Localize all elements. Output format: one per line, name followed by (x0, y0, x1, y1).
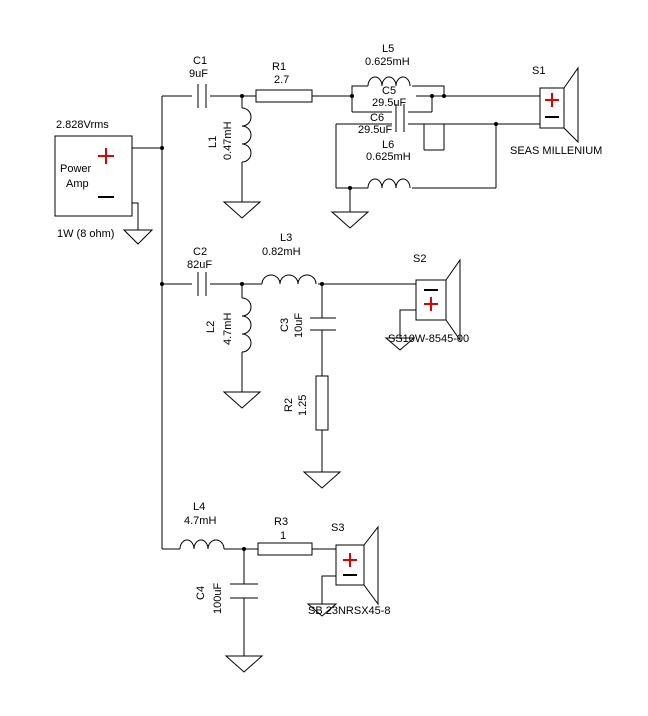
l1-ref: L1 (207, 136, 219, 148)
l2-value: 4.7mH (222, 313, 234, 345)
c3-value: 10uF (293, 313, 305, 338)
s3-plus-icon (343, 553, 357, 567)
resistor-r2: R2 1.25 (283, 375, 329, 431)
l3-value: 0.82mH (262, 246, 301, 258)
l3-ref: L3 (280, 232, 292, 244)
s1-model: SEAS MILLENIUM (510, 145, 602, 157)
r2-value: 1.25 (297, 395, 309, 416)
s3-ref: S3 (331, 522, 344, 534)
s3-model: SB 23NRSX45-8 (308, 605, 391, 617)
l6-value: 0.625mH (366, 151, 411, 163)
capacitor-c2: C2 82uF (187, 246, 212, 296)
r1-value: 2.7 (274, 74, 289, 86)
s2-model: SS10W-8545-00 (388, 333, 469, 345)
ground-icon (122, 229, 154, 245)
capacitor-c5: C5 29.5uF (372, 85, 407, 120)
power-amp-label-line2: Amp (66, 178, 89, 190)
inductor-l2: L2 4.7mH (205, 297, 252, 353)
source-signal-label: 2.828Vrms (56, 119, 109, 131)
c2-ref: C2 (193, 246, 207, 258)
capacitor-c6: C6 29.5uF (358, 112, 405, 136)
l2-ref: L2 (205, 321, 217, 333)
s1-plus-icon (545, 93, 559, 107)
wires (132, 85, 540, 656)
l6-ref: L6 (382, 139, 394, 151)
ground-icon (224, 655, 264, 673)
ground-icon (306, 603, 338, 617)
inductor-l3: L3 0.82mH (261, 232, 317, 285)
s2-ref: S2 (413, 253, 426, 265)
source-power-note: 1W (8 ohm) (57, 228, 114, 240)
s1-ref: S1 (532, 65, 545, 77)
ground-icon (222, 391, 262, 409)
speaker-s3: S3 SB 23NRSX45-8 (308, 522, 391, 617)
l5-ref: L5 (382, 43, 394, 55)
c5-ref: C5 (382, 85, 396, 97)
l4-ref: L4 (193, 501, 205, 513)
capacitor-c1: C1 9uF (189, 55, 208, 108)
c4-ref: C4 (195, 586, 207, 600)
resistor-r1: R1 2.7 (255, 61, 313, 103)
inductor-l4: L4 4.7mH (179, 501, 225, 550)
ground-icon (222, 201, 262, 219)
c4-value: 100uF (212, 583, 224, 614)
c6-value: 29.5uF (358, 124, 393, 136)
power-amp-source: 2.828Vrms Power Amp 1W (8 ohm) (54, 119, 133, 240)
inductor-l6: L6 0.625mH (366, 139, 411, 189)
ground-icon (384, 337, 416, 351)
c5-value: 29.5uF (372, 97, 407, 109)
l4-value: 4.7mH (184, 515, 216, 527)
c6-ref: C6 (370, 112, 384, 124)
capacitor-c4: C4 100uF (195, 583, 258, 614)
inductor-l1: L1 0.47mH (207, 107, 252, 163)
inductor-l5: L5 0.625mH (365, 43, 411, 87)
ground-icon (302, 471, 342, 489)
r1-ref: R1 (272, 61, 286, 73)
c3-ref: C3 (279, 318, 291, 332)
r2-ref: R2 (283, 398, 295, 412)
r3-ref: R3 (274, 516, 288, 528)
c2-value: 82uF (187, 259, 212, 271)
power-amp-box (54, 135, 133, 217)
r3-value: 1 (280, 530, 286, 542)
speaker-s2: S2 SS10W-8545-00 (388, 253, 469, 345)
amp-plus-icon (98, 148, 114, 164)
c1-ref: C1 (193, 55, 207, 67)
c1-value: 9uF (189, 68, 208, 80)
resistor-r3: R3 1 (257, 516, 313, 556)
capacitor-c3: C3 10uF (279, 313, 336, 338)
power-amp-label-line1: Power (60, 163, 92, 175)
s2-plus-icon (424, 297, 438, 311)
speaker-s1: S1 SEAS MILLENIUM (510, 65, 602, 157)
l5-value: 0.625mH (365, 56, 410, 68)
l1-value: 0.47mH (222, 121, 234, 160)
ground-icon (330, 211, 370, 229)
